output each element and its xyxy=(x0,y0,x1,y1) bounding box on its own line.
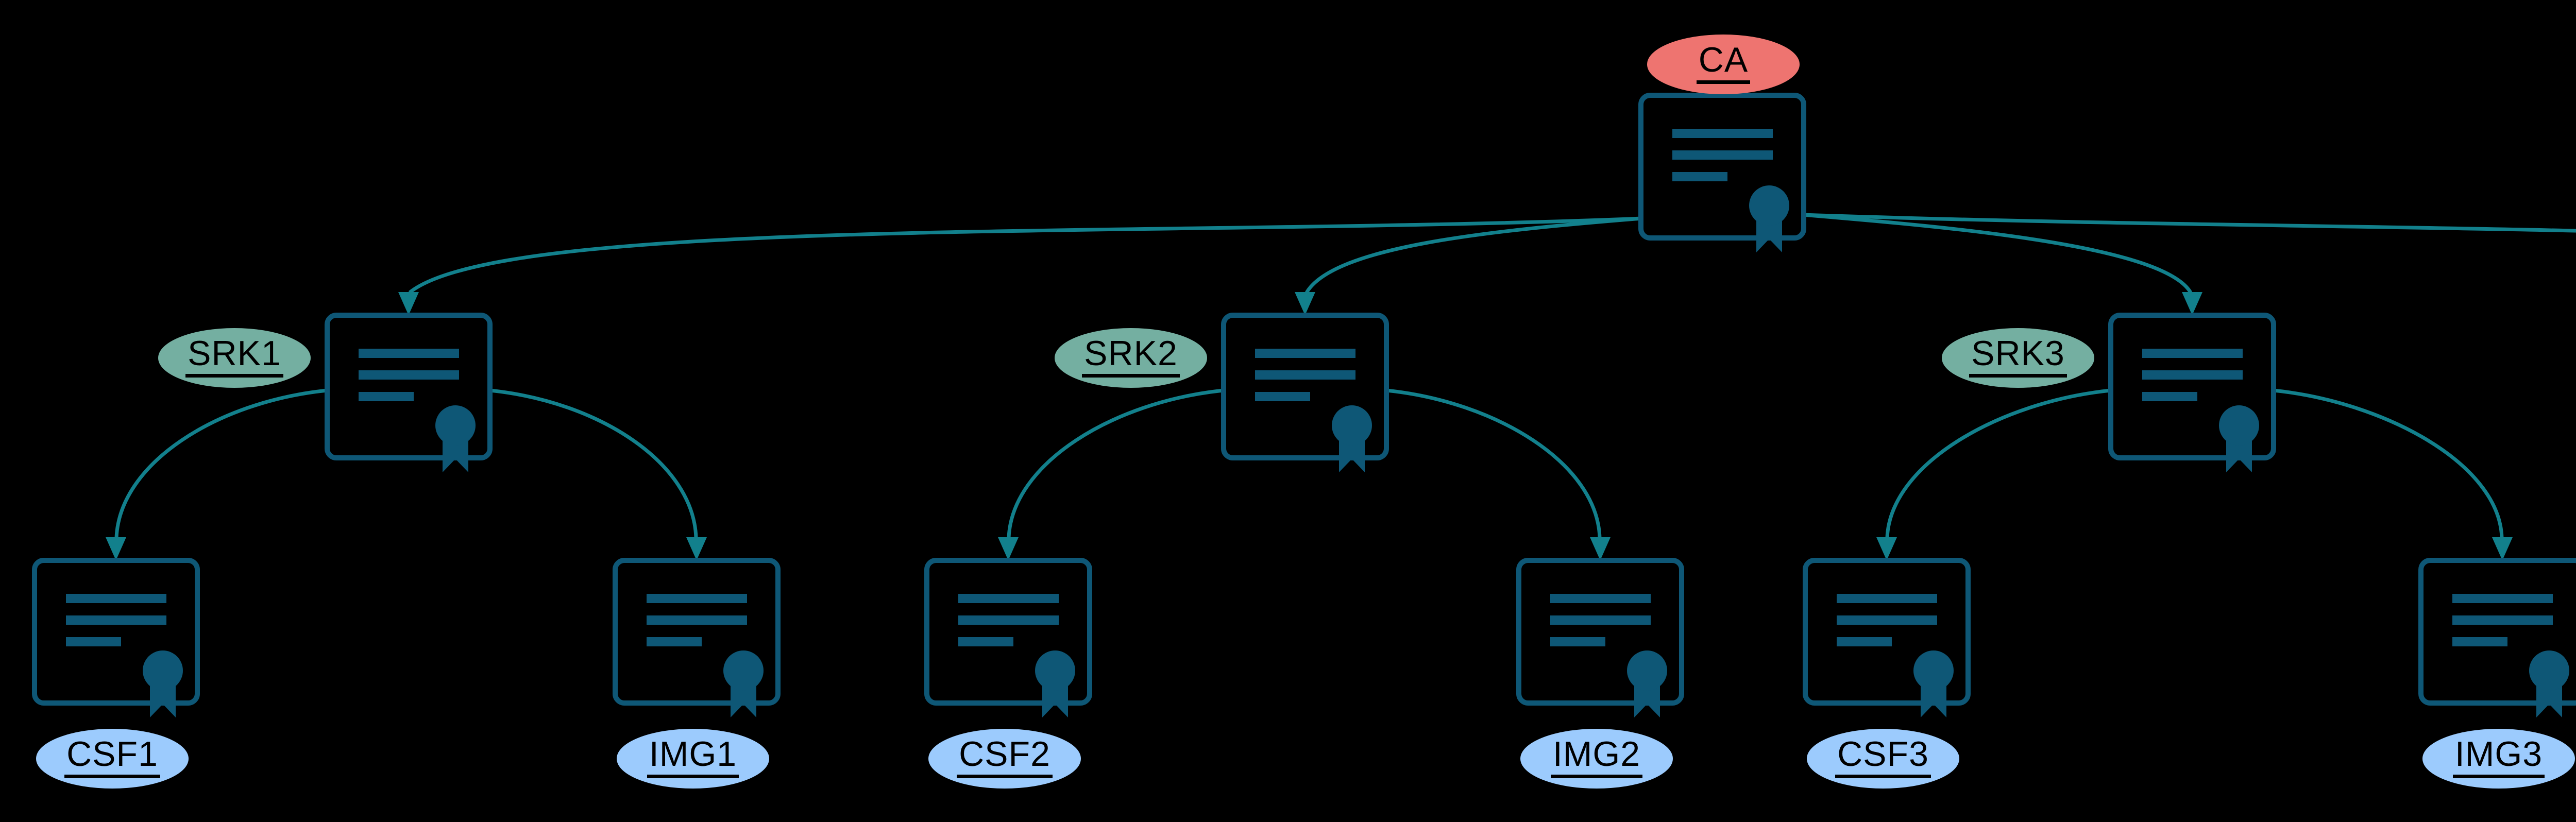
node-csf1: CSF1 xyxy=(36,729,189,789)
certificate-icon xyxy=(32,558,202,723)
arrowhead-icon xyxy=(1590,537,1611,560)
node-srk3: SRK3 xyxy=(1942,328,2094,388)
node-csf2: CSF2 xyxy=(928,729,1081,789)
certificate-icon xyxy=(1803,558,1973,723)
arrowhead-icon xyxy=(1295,292,1315,315)
certificate-icon xyxy=(2108,313,2278,477)
node-img3: IMG3 xyxy=(2422,729,2575,789)
node-img2: IMG2 xyxy=(1520,729,1673,789)
node-csf3-label[interactable]: CSF3 xyxy=(1835,737,1931,778)
certificate-icon xyxy=(1221,313,1391,477)
arrowhead-icon xyxy=(106,537,126,560)
certificate-icon xyxy=(613,558,783,723)
certificate-icon xyxy=(1638,93,1808,258)
node-ca: CA xyxy=(1647,35,1800,94)
node-srk1: SRK1 xyxy=(158,328,311,388)
node-srk2-label[interactable]: SRK2 xyxy=(1082,336,1180,378)
node-srk1-label[interactable]: SRK1 xyxy=(185,336,283,378)
edge-srk3-img3 xyxy=(2273,388,2504,538)
arrowhead-icon xyxy=(686,537,707,560)
edge-ca-srk1 xyxy=(408,216,1642,294)
edge-ca-srk2 xyxy=(1305,216,1642,294)
certificate-icon xyxy=(924,558,1094,723)
node-srk3-label[interactable]: SRK3 xyxy=(1969,336,2067,378)
node-csf3: CSF3 xyxy=(1807,729,1959,789)
arrowhead-icon xyxy=(398,292,419,315)
arrowhead-icon xyxy=(1876,537,1897,560)
arrowhead-icon xyxy=(998,537,1019,560)
certificate-icon xyxy=(1516,558,1686,723)
node-img1: IMG1 xyxy=(617,729,769,789)
edge-srk1-csf1 xyxy=(114,388,328,538)
node-img1-label[interactable]: IMG1 xyxy=(647,737,739,778)
node-img3-label[interactable]: IMG3 xyxy=(2452,737,2545,778)
arrowhead-icon xyxy=(2492,537,2513,560)
node-img2-label[interactable]: IMG2 xyxy=(1550,737,1643,778)
certificate-icon xyxy=(325,313,495,477)
edge-srk3-csf3 xyxy=(1885,388,2111,538)
node-srk2: SRK2 xyxy=(1055,328,1207,388)
node-csf2-label[interactable]: CSF2 xyxy=(957,737,1053,778)
edge-ca-srk4 xyxy=(1802,213,2576,233)
edge-srk2-img2 xyxy=(1386,388,1602,538)
edge-ca-srk3 xyxy=(1802,213,2193,294)
certificate-icon xyxy=(2418,558,2576,723)
node-ca-label[interactable]: CA xyxy=(1696,42,1751,84)
node-csf1-label[interactable]: CSF1 xyxy=(64,737,160,778)
edge-srk1-img1 xyxy=(489,388,698,538)
arrowhead-icon xyxy=(2182,292,2202,315)
edge-srk2-csf2 xyxy=(1007,388,1224,538)
